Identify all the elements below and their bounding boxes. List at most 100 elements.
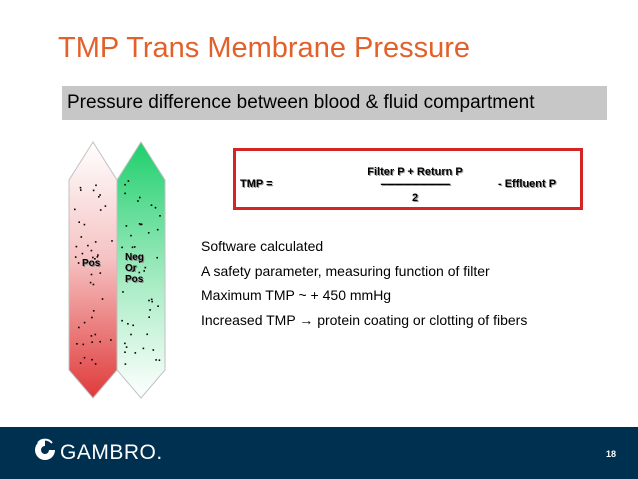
bullet-list: Software calculated A safety parameter, … xyxy=(201,234,527,332)
particle-dot xyxy=(151,300,153,303)
particle-dot xyxy=(99,209,102,211)
particle-dot xyxy=(156,228,159,231)
particle-dot xyxy=(125,225,128,227)
slide-title: TMP Trans Membrane Pressure xyxy=(58,32,471,64)
right-compartment-label: Neg Or Pos xyxy=(125,252,144,285)
particle-dot xyxy=(144,266,147,269)
particle-dot xyxy=(91,341,93,343)
particle-dot xyxy=(79,362,82,364)
particle-dot xyxy=(133,246,136,248)
particle-dot xyxy=(81,252,84,255)
particle-dot xyxy=(87,244,89,247)
formula-rhs: - Effluent P xyxy=(498,178,557,190)
particle-dot xyxy=(101,298,104,300)
subtitle-bar: Pressure difference between blood & flui… xyxy=(62,86,607,120)
particle-dot xyxy=(130,234,132,237)
particle-dot xyxy=(80,189,82,191)
particle-dot xyxy=(155,359,157,361)
particle-dot xyxy=(146,333,148,336)
particle-dot xyxy=(80,236,83,238)
particle-dot xyxy=(96,256,99,258)
particle-dot xyxy=(124,342,126,345)
particle-dot xyxy=(94,241,97,243)
particle-dot xyxy=(78,326,80,329)
particle-dot xyxy=(147,232,150,234)
particle-dot xyxy=(137,200,139,202)
particle-dot xyxy=(148,299,150,302)
bullet-item: Increased TMP → protein coating or clott… xyxy=(201,311,528,328)
particle-dot xyxy=(78,221,80,223)
particle-dot xyxy=(124,183,126,186)
right-label-line: Or xyxy=(125,263,137,274)
particle-dot xyxy=(138,223,141,225)
particle-dot xyxy=(83,356,86,359)
particle-dot xyxy=(110,339,112,341)
particle-dot xyxy=(99,340,101,343)
particle-dot xyxy=(104,205,107,207)
particle-dot xyxy=(139,261,141,263)
particle-dot xyxy=(74,208,76,211)
particle-dot xyxy=(92,283,95,286)
particle-dot xyxy=(94,258,96,260)
particle-dot xyxy=(99,272,102,274)
subtitle-text: Pressure difference between blood & flui… xyxy=(67,92,535,113)
particle-dot xyxy=(121,246,123,249)
particle-dot xyxy=(125,346,128,348)
particle-dot xyxy=(149,309,151,311)
particle-dot xyxy=(98,196,100,198)
particle-dot xyxy=(90,335,93,337)
particle-dot xyxy=(152,349,155,351)
particle-dot xyxy=(83,321,86,324)
particle-dot xyxy=(90,273,93,276)
particle-dot xyxy=(150,204,153,206)
particle-dot xyxy=(154,206,157,209)
particle-dot xyxy=(127,180,130,182)
formula-fraction-line: -------------------------- xyxy=(380,178,450,190)
particle-dot xyxy=(148,316,150,318)
particle-dot xyxy=(92,256,94,259)
footer-bar: GAMBRO. 18 xyxy=(0,427,638,479)
particle-dot xyxy=(74,256,77,258)
particle-dot xyxy=(130,333,132,336)
particle-dot xyxy=(76,343,78,345)
filter-diagram-graphic xyxy=(68,141,166,399)
particle-dot xyxy=(96,261,98,264)
filter-diagram: Pos Neg Or Pos xyxy=(65,140,183,402)
particle-dot xyxy=(138,271,141,274)
particle-dot xyxy=(83,223,86,226)
particle-dot xyxy=(158,359,161,361)
particle-dot xyxy=(143,270,145,272)
left-compartment-label: Pos xyxy=(82,258,101,269)
particle-dot xyxy=(92,189,95,192)
particle-dot xyxy=(131,246,134,249)
formula-lhs: TMP = xyxy=(240,178,273,190)
particle-dot xyxy=(127,323,129,325)
right-label-line: Pos xyxy=(125,274,144,285)
particle-dot xyxy=(132,270,134,272)
particle-dot xyxy=(139,223,142,226)
particle-dot xyxy=(140,223,143,226)
particle-dot xyxy=(94,363,97,365)
tmp-formula-box: TMP = Filter P + Return P --------------… xyxy=(233,148,583,210)
particle-dot xyxy=(79,186,82,189)
particle-dot xyxy=(90,249,93,252)
particle-dot xyxy=(94,333,97,336)
particle-dot xyxy=(122,291,124,293)
particle-dot xyxy=(132,324,134,327)
particle-dot xyxy=(89,281,92,284)
particle-dot xyxy=(142,347,145,350)
particle-dot xyxy=(156,256,158,259)
particle-dot xyxy=(134,352,137,354)
particle-dot xyxy=(121,319,123,322)
particle-dot xyxy=(95,184,97,187)
particle-dot xyxy=(99,194,101,196)
particle-dot xyxy=(91,358,93,361)
brand-wordmark: GAMBRO. xyxy=(60,441,163,464)
particle-dot xyxy=(111,240,113,242)
particle-dot xyxy=(82,343,85,346)
formula-numerator: Filter P + Return P xyxy=(367,166,463,178)
page-number: 18 xyxy=(605,449,616,459)
particle-dot xyxy=(124,363,127,365)
particle-dot xyxy=(75,245,78,248)
particle-dot xyxy=(92,310,95,312)
